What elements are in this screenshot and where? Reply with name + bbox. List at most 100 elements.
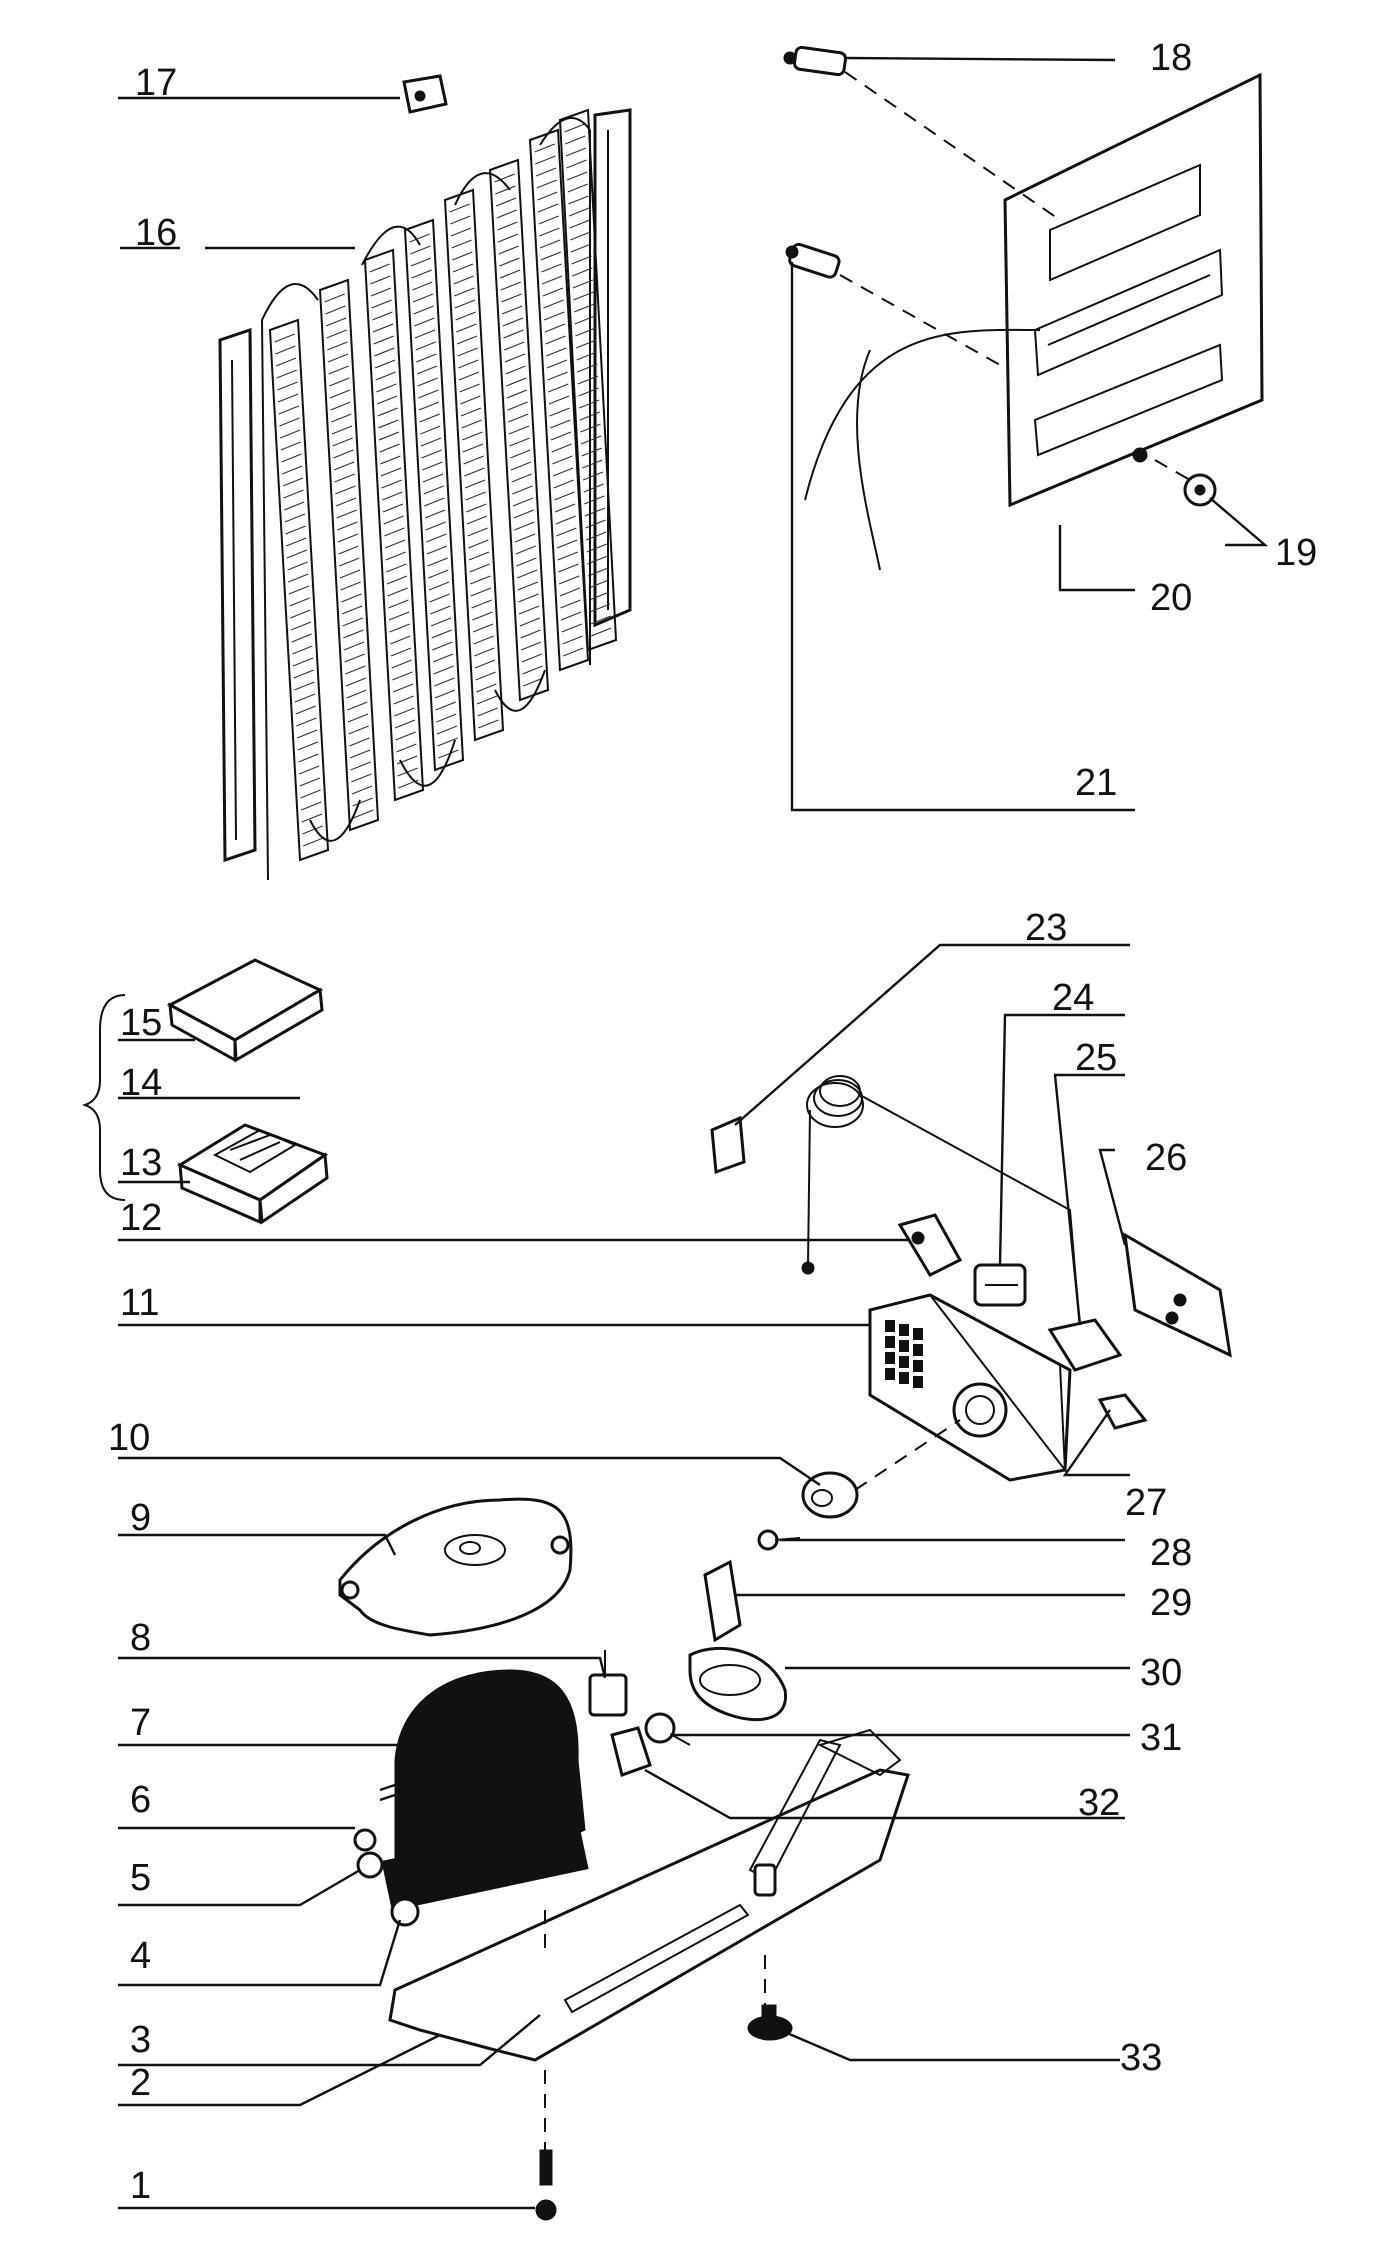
condenser-fin-line: [383, 515, 404, 525]
condenser-fin-line: [339, 569, 361, 579]
condenser-fin-line: [582, 459, 603, 469]
condenser-fin-line: [500, 281, 522, 291]
condenser-fin-line: [522, 665, 543, 675]
condenser-fin-line: [275, 357, 297, 367]
condenser-fin-line: [410, 257, 432, 267]
grommet-part-4: [390, 1897, 420, 1927]
condenser-fin-line: [584, 507, 606, 517]
condenser-fin-line: [434, 677, 455, 687]
condenser-fin-line: [381, 479, 402, 489]
callout-labels: 17 16 18 19 20 21 23 24 25 26 15 14 13 1…: [108, 37, 1317, 2207]
condenser-coil: [218, 108, 632, 881]
condenser-fin-line: [343, 641, 365, 651]
condenser-fin-line: [432, 653, 454, 663]
condenser-fin-line: [301, 813, 323, 823]
condenser-fin-line: [546, 359, 568, 369]
condenser-fin-line: [346, 689, 367, 699]
condenser-fin-line: [380, 467, 402, 477]
condenser-fin-line: [427, 557, 448, 567]
condenser-fin-line: [557, 551, 578, 561]
condenser-fin-line: [511, 473, 532, 483]
condenser-fin-line: [507, 401, 528, 411]
label-15: 15: [120, 1002, 162, 1044]
condenser-fin-line: [542, 287, 564, 297]
condenser-fin-line: [573, 303, 595, 313]
condenser-fin-line: [422, 461, 443, 471]
condenser-fin-line: [380, 455, 401, 465]
condenser-fin-line: [336, 509, 357, 519]
condenser-fin-line: [555, 515, 576, 525]
condenser-fin-line: [296, 729, 318, 739]
condenser-fin-line: [377, 407, 398, 417]
clamp-part-30: [688, 1647, 787, 1722]
condenser-fin-line: [396, 743, 417, 753]
condenser-fin-line: [552, 467, 574, 477]
condenser-fin-line: [539, 239, 561, 249]
condenser-fin-line: [436, 725, 458, 735]
condenser-fin-line: [449, 203, 470, 213]
nut-part-19: [1183, 473, 1217, 507]
condenser-fin-line: [461, 419, 482, 429]
condenser-fin-line: [300, 801, 322, 811]
condenser-fin-line: [548, 395, 570, 405]
condenser-fin-line: [543, 311, 565, 321]
condenser-fin-line: [578, 387, 599, 397]
condenser-fin-line: [510, 461, 532, 471]
condenser-fin-line: [518, 605, 540, 615]
condenser-fin-line: [280, 441, 302, 451]
condenser-fin-line: [499, 269, 521, 279]
condenser-fin-line: [418, 389, 439, 399]
condenser-fin-line: [430, 617, 452, 627]
condenser-fin-line: [420, 437, 442, 447]
condenser-fin-line: [434, 689, 456, 699]
condenser-fin-line: [332, 437, 353, 447]
condenser-fin-line: [371, 299, 392, 309]
condenser-fin-line: [501, 305, 523, 315]
condenser-fin-line: [497, 221, 518, 231]
condenser-fin-line: [543, 299, 564, 309]
condenser-fin-line: [290, 609, 311, 619]
condenser-fin-line: [512, 497, 534, 507]
housing-vent-slot: [899, 1340, 909, 1352]
condenser-fin-line: [428, 569, 449, 579]
condenser-fin-line: [338, 545, 359, 555]
condenser-fin-line: [554, 503, 576, 513]
condenser-fin-line: [567, 183, 589, 193]
condenser-fin-line: [278, 405, 299, 415]
condenser-fin-line: [544, 323, 566, 333]
condenser-fin-line: [329, 389, 351, 399]
condenser-fin-line: [424, 509, 446, 519]
condenser-fin-line: [327, 341, 348, 351]
label-1: 1: [130, 2165, 151, 2207]
label-32: 32: [1078, 1782, 1120, 1824]
condenser-fin-line: [325, 305, 346, 315]
condenser-fin-line: [468, 539, 489, 549]
condenser-fin-line: [341, 605, 363, 615]
condenser-fin-line: [345, 665, 366, 675]
condenser-fin-line: [499, 257, 520, 267]
condenser-fin-line: [382, 503, 404, 513]
condenser-fin-line: [473, 635, 494, 645]
thermostat-housing-part-11: [868, 1293, 1072, 1482]
condenser-fin-line: [329, 377, 350, 387]
condenser-fin-line: [502, 317, 524, 327]
condenser-fin-line: [560, 599, 581, 609]
condenser-fin-line: [519, 617, 541, 627]
condenser-fin-line: [589, 603, 611, 613]
clip-part-32: [610, 1726, 652, 1777]
condenser-fin-line: [331, 425, 353, 435]
condenser-fin-line: [541, 263, 562, 273]
condenser-fin-line: [412, 281, 433, 291]
condenser-fin-line: [566, 159, 587, 169]
condenser-fin-line: [421, 449, 442, 459]
condenser-fin-line: [279, 417, 300, 427]
condenser-fin-line: [293, 669, 314, 679]
condenser-fin-line: [571, 255, 592, 265]
condenser-fin-line: [386, 563, 407, 573]
condenser-fin-line: [287, 561, 308, 571]
condenser-fin-line: [372, 311, 393, 321]
condenser-fin-line: [565, 135, 586, 145]
label-18: 18: [1150, 37, 1192, 79]
condenser-fin-line: [291, 633, 312, 643]
